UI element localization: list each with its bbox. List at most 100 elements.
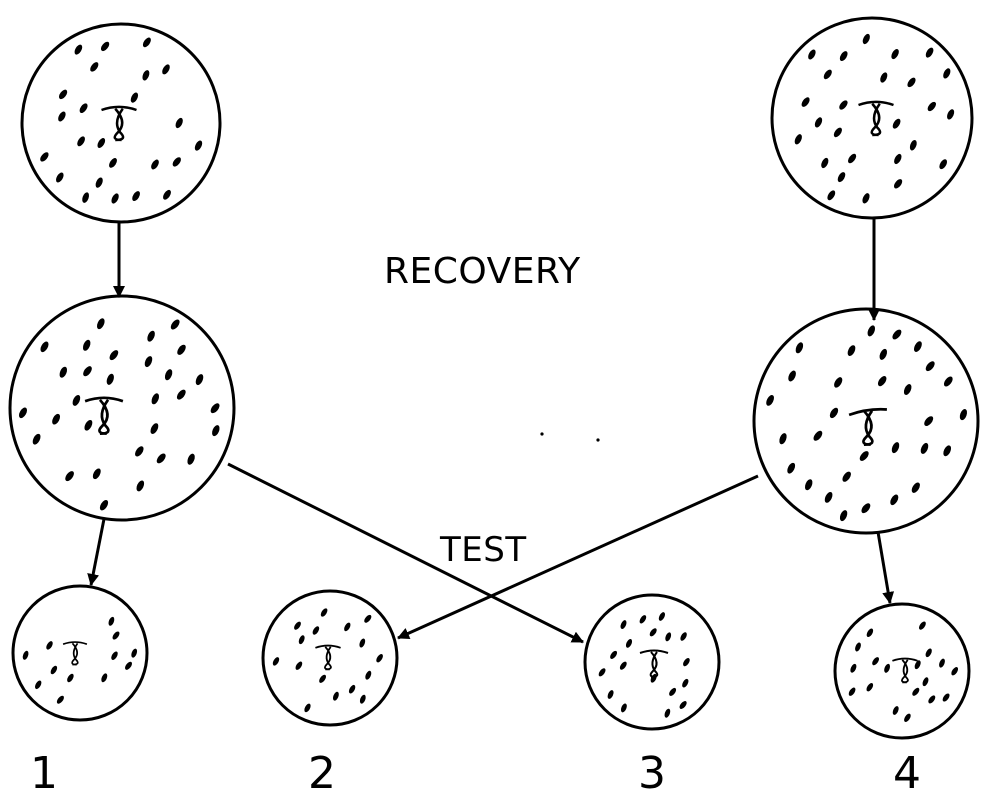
chromosome-icon xyxy=(848,407,887,446)
arrow-mid-left-to-3 xyxy=(227,462,584,644)
speckle-dot xyxy=(111,651,118,660)
speckle-dot xyxy=(22,650,29,660)
speckle-dot xyxy=(151,159,159,170)
speckle-dot xyxy=(112,631,120,640)
speckle-dot xyxy=(912,687,920,696)
bottom-circle-3 xyxy=(583,593,721,731)
speckle-dot xyxy=(893,179,903,189)
speckle-dot xyxy=(40,341,49,353)
arrow-mid-right-to-2 xyxy=(397,474,759,640)
speckle-dot xyxy=(866,683,874,692)
speckle-dot xyxy=(156,453,166,464)
speckle-dot xyxy=(359,694,366,704)
speckle-dot xyxy=(639,615,647,624)
mid-left-circle xyxy=(8,294,236,522)
speckle-dot xyxy=(927,101,936,112)
speckle-dot xyxy=(880,72,888,83)
test-label: TEST xyxy=(440,530,527,570)
speckle-dot xyxy=(922,677,929,687)
speckle-dot xyxy=(827,190,836,201)
speckle-dot xyxy=(679,701,687,709)
speckle-dot xyxy=(877,376,887,387)
top-left-circle xyxy=(20,22,222,224)
result-number-1: 1 xyxy=(30,748,58,799)
speckle-dot xyxy=(925,648,932,658)
speckle-dot xyxy=(911,482,920,493)
speckle-dot xyxy=(814,117,823,128)
speckle-dot xyxy=(804,479,813,491)
speckle-dot xyxy=(920,442,929,454)
stray-dot xyxy=(596,438,600,442)
speckle-dot xyxy=(144,356,153,368)
speckle-dot xyxy=(682,678,689,688)
speckle-dot xyxy=(943,445,952,457)
speckle-dot xyxy=(172,157,181,167)
speckle-dot xyxy=(942,693,950,702)
speckle-dot xyxy=(194,140,203,151)
speckle-dot xyxy=(50,665,58,675)
speckle-dot xyxy=(607,690,614,699)
speckle-dot xyxy=(195,374,204,386)
speckle-dot xyxy=(909,139,917,151)
speckle-dot xyxy=(872,657,880,666)
speckle-dot xyxy=(894,153,902,165)
speckle-dot xyxy=(106,373,114,385)
speckle-dot xyxy=(187,453,195,465)
speckle-dot xyxy=(829,407,839,419)
speckle-dot xyxy=(925,47,934,58)
arrow-mid-right-to-4 xyxy=(876,531,895,604)
speckle-dot xyxy=(867,325,876,337)
speckle-dot xyxy=(821,157,829,169)
chromosome-icon xyxy=(101,105,137,142)
cell-dots xyxy=(22,616,138,704)
chromosome-icon xyxy=(315,644,341,671)
speckle-dot xyxy=(939,159,948,170)
top-right-circle xyxy=(770,16,974,220)
speckle-dot xyxy=(95,177,103,188)
speckle-dot xyxy=(59,366,68,378)
speckle-dot xyxy=(151,393,160,405)
speckle-dot xyxy=(83,366,92,377)
speckle-dot xyxy=(620,620,627,630)
speckle-dot xyxy=(859,451,869,461)
cell-dots xyxy=(766,325,968,522)
speckle-dot xyxy=(295,661,303,670)
speckle-dot xyxy=(77,136,85,147)
speckle-dot xyxy=(850,663,857,673)
speckle-dot xyxy=(35,680,42,690)
cell-dots xyxy=(272,608,383,713)
result-number-3: 3 xyxy=(638,748,666,799)
speckle-dot xyxy=(823,69,832,80)
speckle-dot xyxy=(839,100,848,110)
speckle-dot xyxy=(136,480,145,492)
speckle-dot xyxy=(866,628,874,638)
speckle-dot xyxy=(907,77,916,88)
speckle-dot xyxy=(619,661,627,670)
speckle-dot xyxy=(649,628,657,637)
speckle-dot xyxy=(914,660,921,670)
speckle-dot xyxy=(65,471,74,482)
speckle-dot xyxy=(833,127,842,138)
speckle-dot xyxy=(904,713,911,722)
speckle-dot xyxy=(92,468,101,480)
chromosome-icon xyxy=(892,657,918,684)
speckle-dot xyxy=(664,708,671,718)
speckle-dot xyxy=(344,622,351,632)
speckle-dot xyxy=(890,494,899,506)
speckle-dot xyxy=(109,158,117,168)
speckle-dot xyxy=(862,33,870,45)
speckle-dot xyxy=(801,97,810,107)
speckle-dot xyxy=(99,499,109,511)
speckle-dot xyxy=(348,684,356,694)
speckle-dot xyxy=(131,648,138,658)
speckle-dot xyxy=(150,423,159,434)
cell-contents xyxy=(18,33,968,722)
speckle-dot xyxy=(928,695,936,704)
speckle-dot xyxy=(892,706,899,715)
cell-dots xyxy=(848,621,959,722)
cell-dots xyxy=(40,37,203,204)
speckle-dot xyxy=(272,657,280,666)
speckle-dot xyxy=(72,394,81,406)
